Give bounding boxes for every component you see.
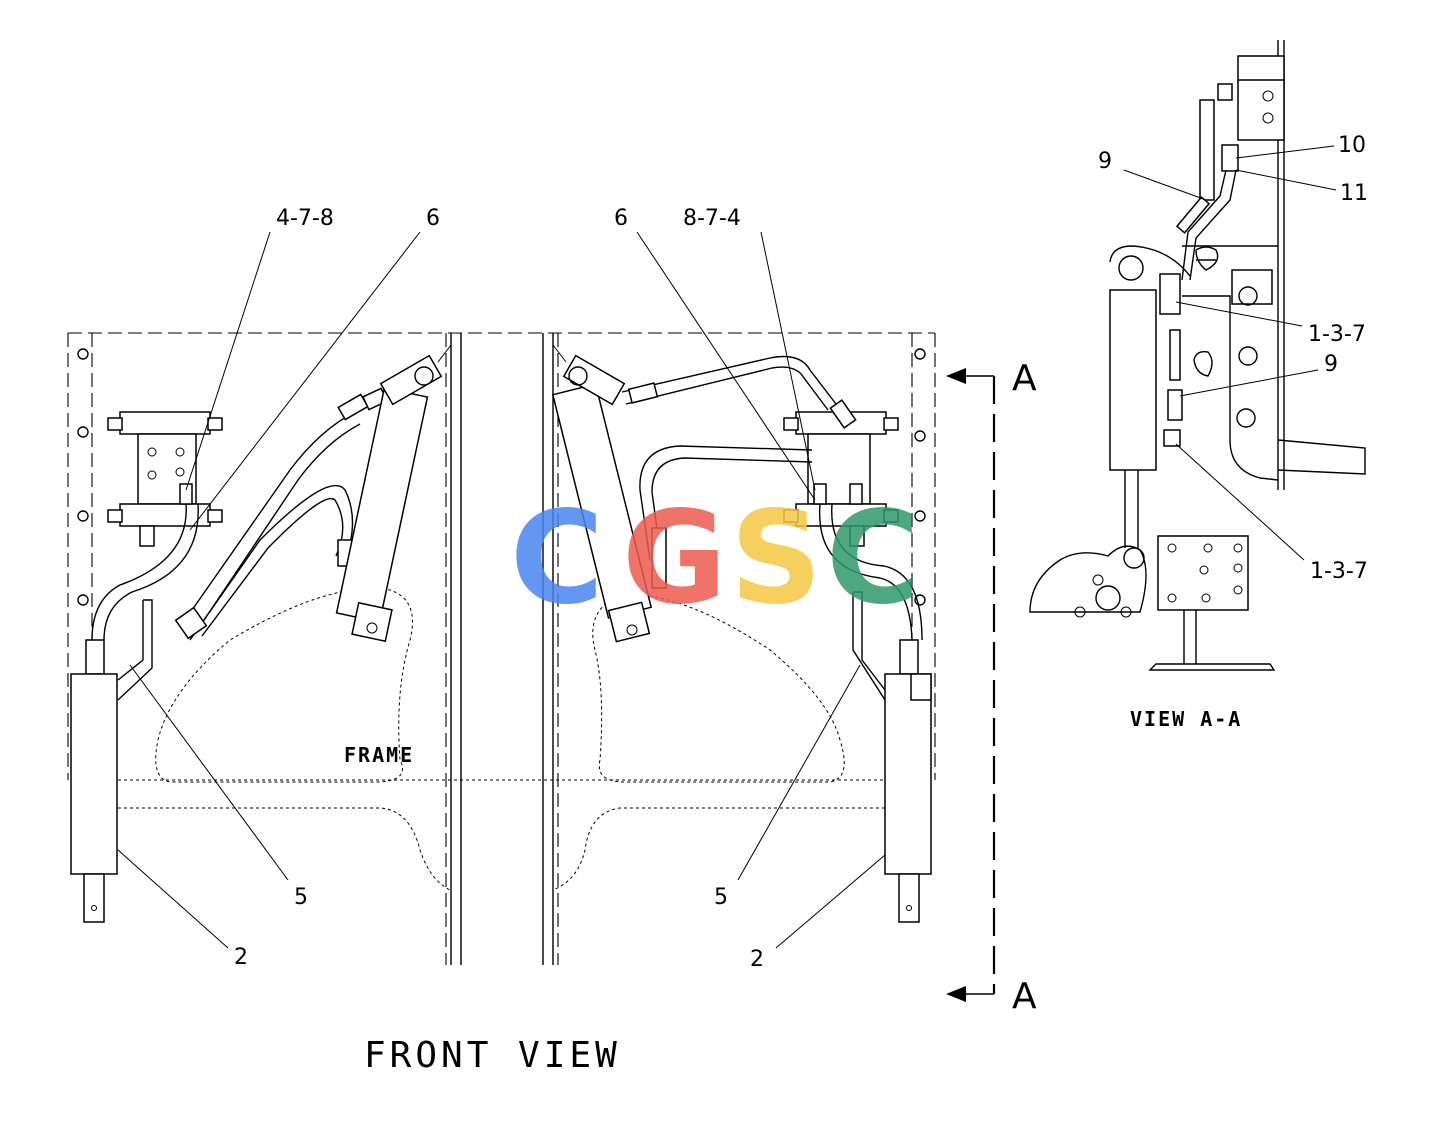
view-a-a-caption: VIEW A-A xyxy=(1130,707,1242,731)
callouts-view-a-a: 9 10 11 1-3-7 9 1-3-7 xyxy=(1098,133,1368,584)
watermark-letter-s: S xyxy=(730,484,822,633)
watermark-letter-c1: C xyxy=(510,484,604,633)
view-a-a-drawing xyxy=(1029,40,1366,671)
front-view-caption: FRONT VIEW xyxy=(364,1035,621,1076)
callout-hose-mid: 9 xyxy=(1324,352,1338,377)
right-hydraulic-lines xyxy=(621,355,923,641)
section-marker-top: A xyxy=(1012,358,1037,399)
right-lift-cylinder xyxy=(852,591,932,923)
callout-right-group: 8-7-4 xyxy=(683,206,741,231)
right-valve-assembly xyxy=(783,411,899,547)
section-marker-bottom: A xyxy=(1012,976,1037,1017)
callout-fitting-11: 11 xyxy=(1340,181,1368,206)
left-valve-assembly xyxy=(107,411,223,547)
left-hydraulic-lines xyxy=(91,387,389,641)
callout-fitting-10: 10 xyxy=(1338,133,1366,158)
callout-left-group: 4-7-8 xyxy=(276,206,334,231)
watermark-letter-c2: C xyxy=(826,484,920,633)
leader-lines-front xyxy=(117,231,886,949)
callouts-front: 4-7-8 6 6 8-7-4 5 5 2 2 xyxy=(234,206,764,972)
right-tilt-cylinder xyxy=(551,344,653,643)
watermark-letter-g: G xyxy=(622,484,727,633)
callout-left-hose: 6 xyxy=(426,206,440,231)
left-tilt-cylinder xyxy=(335,344,452,643)
left-lift-cylinder xyxy=(70,599,153,923)
callout-fitting-upper: 1-3-7 xyxy=(1308,322,1366,347)
callout-right-tube: 5 xyxy=(714,885,728,910)
cgsc-watermark: C G S C xyxy=(510,484,920,633)
callout-hose-top: 9 xyxy=(1098,149,1112,174)
frame-label: FRAME xyxy=(344,743,414,767)
callout-left-cylinder: 2 xyxy=(234,945,248,970)
section-line xyxy=(946,368,996,1002)
callout-right-hose: 6 xyxy=(614,206,628,231)
callout-left-tube: 5 xyxy=(294,885,308,910)
callout-right-cylinder: 2 xyxy=(750,947,764,972)
callout-fitting-lower: 1-3-7 xyxy=(1310,559,1368,584)
frame-outline xyxy=(67,332,936,965)
